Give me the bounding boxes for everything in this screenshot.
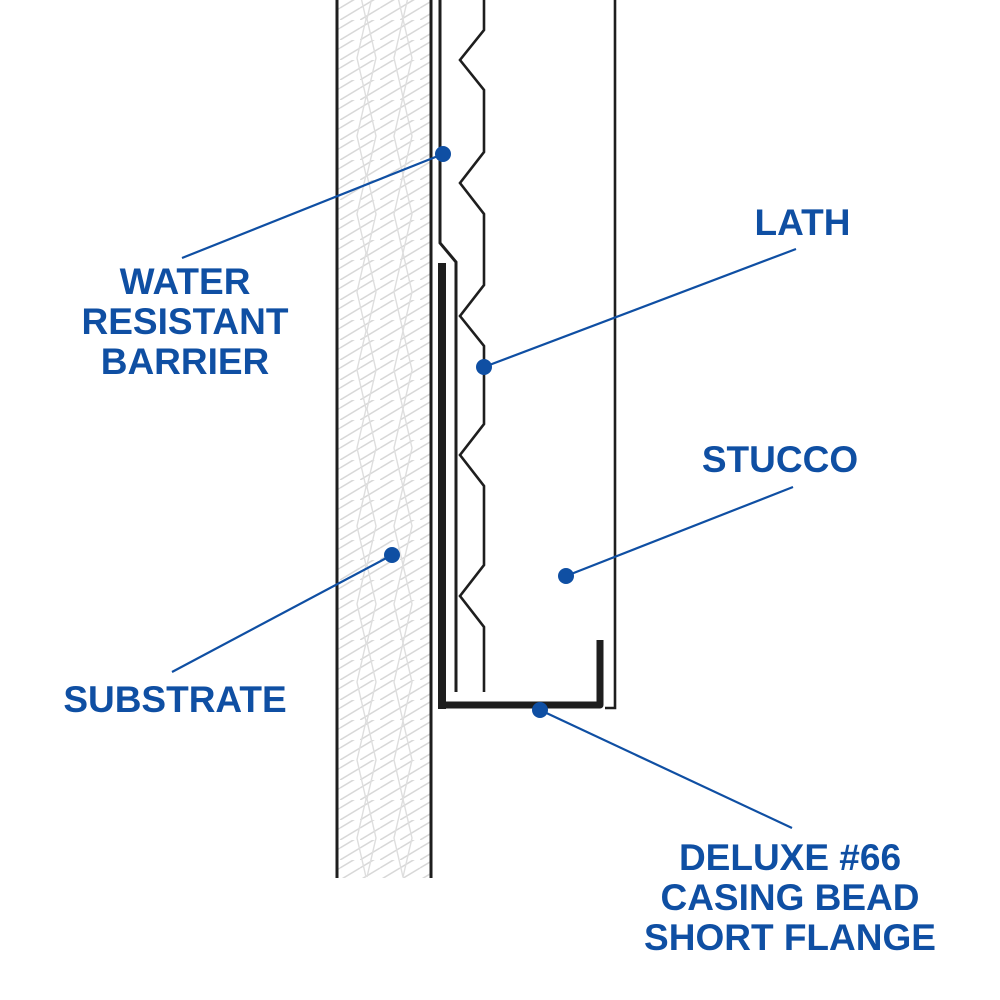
stucco-marker-dot — [558, 568, 574, 584]
leader-line-substrate — [171, 554, 393, 673]
substrate — [335, 0, 433, 878]
substrate-grain-line — [393, 0, 404, 878]
casing-bead — [438, 263, 604, 709]
label-substrate: SUBSTRATE — [45, 680, 305, 720]
casing-bead-back-flange — [438, 263, 446, 709]
stucco-outer-face — [605, 0, 617, 710]
leader-lines — [171, 152, 797, 829]
label-line: RESISTANT — [81, 301, 289, 342]
leader-line-lath — [483, 247, 797, 369]
leader-line-stucco — [565, 485, 794, 578]
casing-bead-marker-dot — [532, 702, 548, 718]
label-line: SUBSTRATE — [63, 679, 287, 720]
substrate-grain-line — [366, 0, 377, 878]
label-line: WATER — [119, 261, 251, 302]
label-line: BARRIER — [100, 341, 270, 382]
label-lath: LATH — [730, 203, 875, 243]
substrate-fill — [338, 0, 430, 878]
label-line: DELUXE #66 — [678, 837, 902, 878]
substrate-grain-line — [356, 0, 367, 878]
label-stucco: STUCCO — [685, 440, 875, 480]
wrb-marker-dot — [435, 146, 451, 162]
leader-line-wrb — [181, 152, 444, 260]
substrate-marker-dot — [384, 547, 400, 563]
lath-marker-dot — [476, 359, 492, 375]
substrate-grain-line — [402, 0, 413, 878]
leader-dots — [384, 146, 574, 718]
label-casing-bead: DELUXE #66 CASING BEAD SHORT FLANGE — [625, 838, 955, 958]
label-line: SHORT FLANGE — [644, 917, 936, 958]
label-line: STUCCO — [701, 439, 859, 480]
casing-bead-return — [442, 640, 604, 709]
label-water-resistant-barrier: WATER RESISTANT BARRIER — [70, 262, 300, 382]
label-line: CASING BEAD — [660, 877, 920, 918]
leader-line-casing-bead — [539, 709, 793, 829]
water-resistant-barrier-line — [438, 0, 458, 692]
label-line: LATH — [754, 202, 851, 243]
substrate-chevron-pattern — [356, 0, 413, 878]
lath-line — [458, 0, 486, 692]
